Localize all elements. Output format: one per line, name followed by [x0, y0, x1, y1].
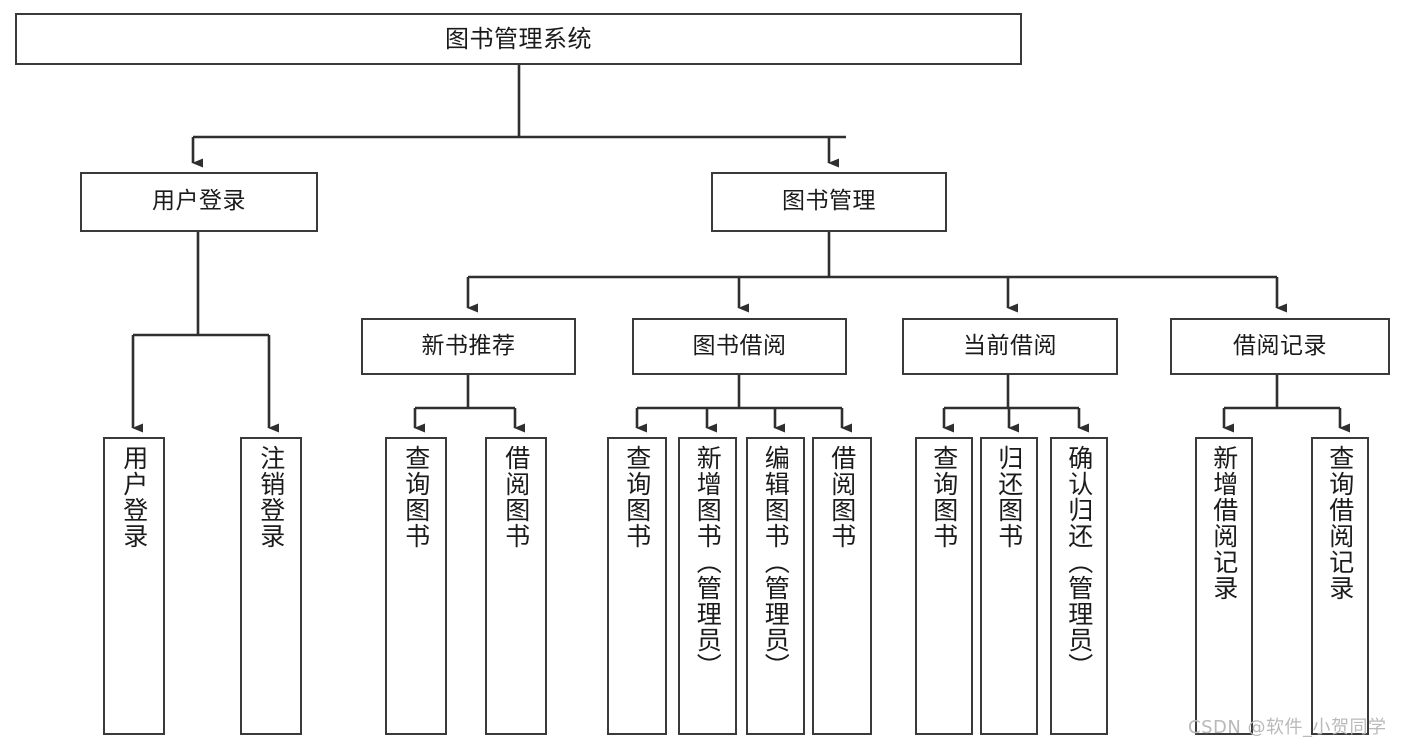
node-new-book-recommend-label: 新书推荐 [421, 332, 516, 359]
node-new-book-recommend[interactable]: 新书推荐 [361, 318, 576, 375]
node-leaf-add-record-label: 新增借阅记录 [1209, 445, 1239, 601]
node-borrow-record[interactable]: 借阅记录 [1170, 318, 1390, 375]
watermark: CSDN @软件_小贺同学 [1188, 717, 1387, 738]
node-leaf-borrow-book-1-label: 借阅图书 [501, 445, 531, 549]
node-leaf-return-book-label: 归还图书 [994, 445, 1024, 549]
node-leaf-query-book-1[interactable]: 查询图书 [385, 437, 447, 735]
node-leaf-query-record-label: 查询借阅记录 [1325, 445, 1355, 601]
node-current-borrow[interactable]: 当前借阅 [902, 318, 1118, 375]
node-leaf-add-record[interactable]: 新增借阅记录 [1195, 437, 1253, 735]
node-leaf-query-record[interactable]: 查询借阅记录 [1311, 437, 1369, 735]
node-leaf-return-book[interactable]: 归还图书 [980, 437, 1038, 735]
node-borrow-record-label: 借阅记录 [1233, 332, 1327, 359]
node-leaf-edit-book-label: 编辑图书（管理员） [761, 445, 791, 679]
node-leaf-query-book-2[interactable]: 查询图书 [607, 437, 667, 735]
node-book-manage-label: 图书管理 [782, 188, 876, 215]
node-leaf-add-book[interactable]: 新增图书（管理员） [678, 437, 737, 735]
node-leaf-borrow-book-2-label: 借阅图书 [827, 445, 857, 549]
node-leaf-borrow-book-2[interactable]: 借阅图书 [812, 437, 872, 735]
node-user-login-label: 用户登录 [152, 188, 246, 215]
node-root-label: 图书管理系统 [445, 24, 592, 53]
node-leaf-confirm-return-label: 确认归还（管理员） [1064, 445, 1094, 679]
node-book-borrow[interactable]: 图书借阅 [632, 318, 847, 375]
node-leaf-borrow-book-1[interactable]: 借阅图书 [485, 437, 547, 735]
node-leaf-logout-login[interactable]: 注销登录 [240, 437, 302, 735]
node-leaf-query-book-3-label: 查询图书 [929, 445, 959, 549]
node-user-login[interactable]: 用户登录 [80, 172, 318, 232]
node-book-borrow-label: 图书借阅 [692, 332, 787, 359]
node-root[interactable]: 图书管理系统 [15, 13, 1022, 65]
node-leaf-query-book-3[interactable]: 查询图书 [915, 437, 973, 735]
node-current-borrow-label: 当前借阅 [963, 332, 1057, 359]
node-leaf-logout-login-label: 注销登录 [256, 445, 286, 549]
node-leaf-user-login-label: 用户登录 [119, 445, 149, 549]
node-leaf-confirm-return[interactable]: 确认归还（管理员） [1050, 437, 1108, 735]
node-leaf-query-book-1-label: 查询图书 [401, 445, 431, 549]
node-leaf-user-login[interactable]: 用户登录 [103, 437, 165, 735]
node-leaf-query-book-2-label: 查询图书 [622, 445, 652, 549]
node-book-manage[interactable]: 图书管理 [711, 172, 947, 232]
node-leaf-edit-book[interactable]: 编辑图书（管理员） [746, 437, 805, 735]
node-leaf-add-book-label: 新增图书（管理员） [693, 445, 723, 679]
